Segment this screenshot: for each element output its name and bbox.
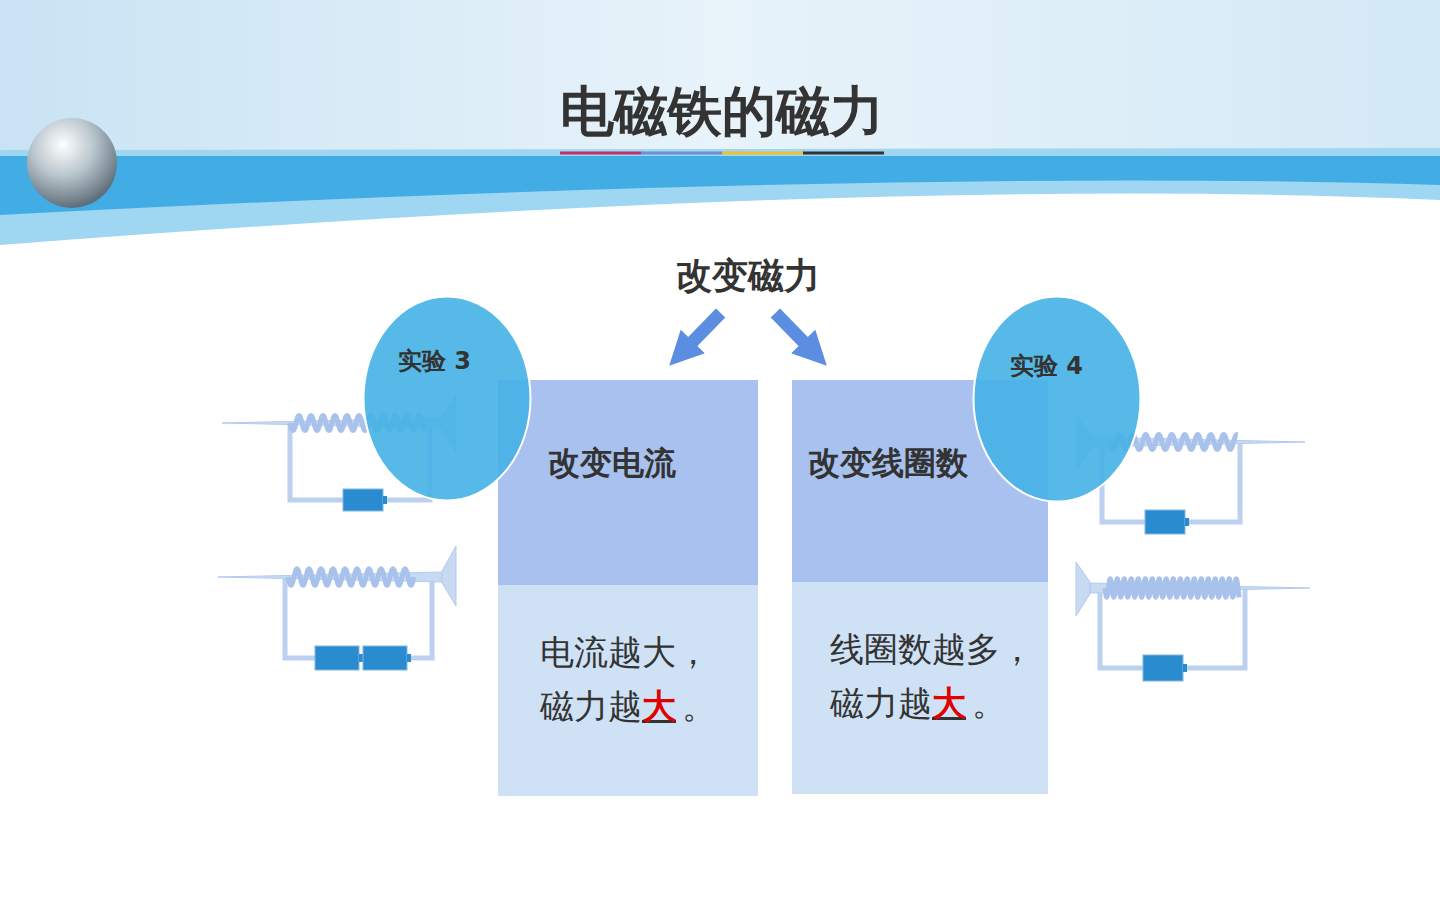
- conclusion-text: 磁力越: [540, 686, 642, 726]
- header-wave: [0, 148, 1440, 245]
- header-ground: [0, 0, 1440, 160]
- conclusion-text: 。: [972, 683, 1006, 723]
- battery-terminal: [383, 496, 387, 504]
- battery-terminal: [1183, 664, 1187, 672]
- topic-label: 改变磁力: [672, 250, 824, 303]
- topic-text: 改变磁力: [672, 250, 824, 303]
- battery: [1145, 510, 1185, 534]
- header-band: [0, 156, 1440, 215]
- conclusion-line: 磁力越大。: [540, 679, 716, 733]
- battery-terminal: [1185, 518, 1189, 526]
- coil-winding: [1105, 579, 1239, 598]
- experiment-circle: 实验 3: [362, 295, 532, 502]
- circle-outline: [972, 295, 1142, 503]
- experiment-label: 实验 4: [1010, 350, 1083, 382]
- method-box: 改变电流电流越大，磁力越大。: [498, 380, 758, 796]
- underline-segment: [803, 152, 884, 155]
- block-arrow: [679, 313, 721, 356]
- battery: [1143, 655, 1183, 681]
- battery: [315, 646, 359, 670]
- box-header-band: 改变电流: [498, 380, 758, 585]
- conclusion-line: 磁力越大。: [830, 676, 1034, 730]
- conclusion-text: 磁力越: [830, 683, 932, 723]
- answer-blank: 大: [932, 683, 972, 723]
- experiment-label: 实验 3: [398, 345, 471, 377]
- box-body: 电流越大，磁力越大。: [540, 625, 716, 733]
- nail-head: [1076, 562, 1090, 616]
- conclusion-text: 电流越大，: [540, 625, 716, 679]
- coil-winding: [288, 569, 414, 586]
- experiment-circle: 实验 4: [972, 295, 1142, 503]
- block-arrow: [775, 313, 817, 356]
- underline-segment: [560, 152, 641, 155]
- slide-title: 电磁铁的磁力: [560, 76, 884, 149]
- circle-shape: [364, 297, 531, 501]
- battery: [363, 646, 407, 670]
- conclusion-text: 。: [682, 686, 716, 726]
- battery: [343, 489, 383, 511]
- circle-shape: [974, 297, 1141, 502]
- title-underline: [560, 153, 884, 154]
- battery-terminal: [407, 654, 411, 662]
- box-heading: 改变线圈数: [808, 442, 968, 486]
- underline-segment: [722, 152, 803, 155]
- box-heading: 改变电流: [548, 442, 676, 486]
- nail-head: [442, 546, 456, 606]
- battery-terminal: [359, 654, 363, 662]
- answer-blank: 大: [642, 686, 682, 726]
- underline-segment: [641, 152, 722, 155]
- header-sphere: [27, 118, 117, 208]
- circle-outline: [362, 295, 532, 502]
- box-body: 线圈数越多，磁力越大。: [830, 622, 1034, 730]
- conclusion-text: 线圈数越多，: [830, 622, 1034, 676]
